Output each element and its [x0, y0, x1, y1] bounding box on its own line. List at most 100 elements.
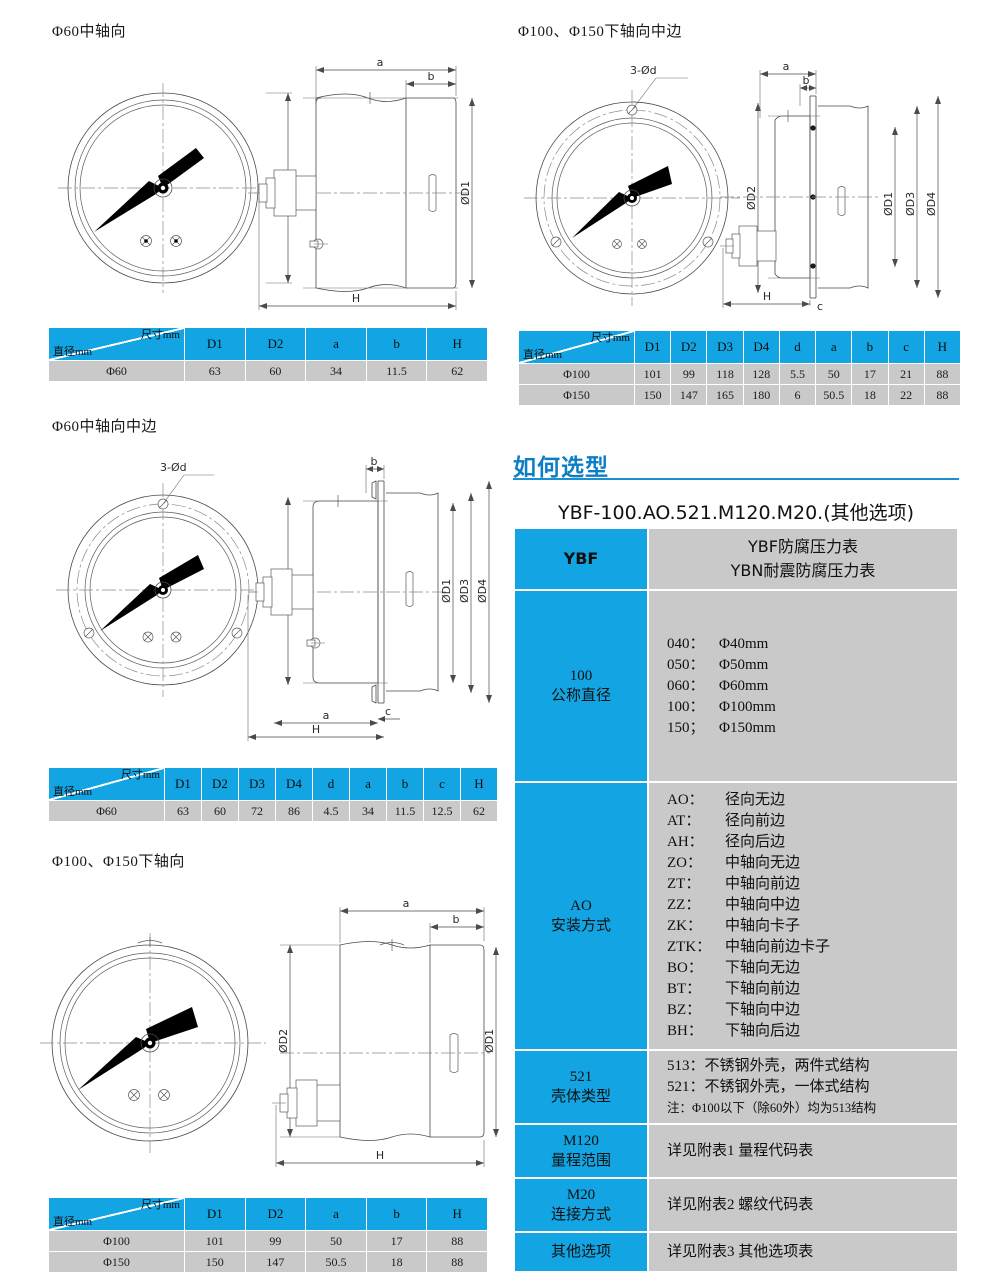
- t4-row1-v0: 150: [184, 1251, 246, 1273]
- label-D3: ØD3: [904, 192, 917, 216]
- label-D3: ØD3: [458, 579, 471, 603]
- t2-row1-v0: 150: [633, 384, 672, 406]
- label-D2: ØD2: [745, 186, 758, 210]
- ybf-line-1: YBN耐震防腐压力表: [730, 561, 876, 580]
- t3-header-0: D1: [164, 767, 202, 801]
- t4-row1-v4: 88: [426, 1251, 488, 1273]
- dimension-D4-fig3: ØD4: [476, 481, 492, 703]
- mounting-text-7: 中轴向前边卡子: [725, 939, 831, 955]
- connection-key-label: 连接方式: [550, 1207, 611, 1223]
- selection-row-diameter: 100 公称直径 040：Φ40mm 050：Φ50mm 060：Φ60mm 1…: [515, 591, 957, 781]
- dimension-a-fig1: a: [315, 56, 457, 100]
- t4-row1-v2: 50.5: [305, 1251, 367, 1273]
- diameter-option-4: 150；Φ150mm: [667, 718, 957, 739]
- t1-row0-v0: 63: [184, 360, 246, 382]
- t4-row0-label: Φ100: [48, 1230, 185, 1252]
- t2-row1-v6: 18: [851, 384, 889, 406]
- mounting-code-4: ZT：: [667, 876, 701, 892]
- t2-header-2: D3: [706, 330, 744, 364]
- t2-row0-v4: 5.5: [778, 363, 817, 385]
- t3-row0-v8: 62: [460, 800, 498, 822]
- label-3-phi-d: 3-Ød: [160, 461, 187, 474]
- t3-header-4: d: [312, 767, 350, 801]
- t3-row0-label: Φ60: [48, 800, 165, 822]
- t4-corner-top: 尺寸mm: [140, 1199, 180, 1211]
- label-c: c: [817, 300, 823, 313]
- label-D1: ØD1: [882, 192, 895, 216]
- diameter-code-0: 040：: [667, 635, 705, 652]
- selection-value-mounting: AO：径向无边 AT：径向前边 AH：径向后边 ZO：中轴向无边 ZT：中轴向前…: [649, 783, 957, 1049]
- gauge-side-view-4: [272, 939, 490, 1141]
- t1-row0-v3: 11.5: [365, 360, 428, 382]
- diameter-key-code: 100: [569, 668, 593, 684]
- diameter-code-4: 150；: [667, 719, 705, 736]
- t2-corner-bottom: 直径mm: [523, 349, 563, 361]
- t3-header-8: H: [460, 767, 498, 801]
- dimension-table-4: 尺寸mm 直径mm D1 D2 a b H Φ100 101 99 50 17: [48, 1197, 488, 1273]
- t2-row1-v5: 50.5: [815, 384, 853, 406]
- mounting-text-2: 径向后边: [725, 834, 786, 850]
- t4-header-2: a: [305, 1197, 367, 1231]
- t2-row0-v5: 50: [815, 363, 853, 385]
- t3-row0-v6: 11.5: [386, 800, 424, 822]
- t3-row0-v2: 72: [238, 800, 276, 822]
- mounting-code-10: BZ：: [667, 1002, 702, 1018]
- diameter-text-1: Φ50mm: [719, 656, 769, 673]
- case-key-label: 壳体类型: [550, 1089, 611, 1105]
- diameter-option-3: 100：Φ100mm: [667, 697, 957, 718]
- t4-header-1: D2: [244, 1197, 307, 1231]
- t1-row0-label: Φ60: [48, 360, 185, 382]
- t2-header-0: D1: [633, 330, 672, 364]
- t1-row0-v2: 34: [305, 360, 367, 382]
- mounting-option-1: AT：径向前边: [667, 811, 957, 832]
- dimension-D1-fig2: ØD1: [882, 127, 898, 267]
- mounting-code-3: ZO：: [667, 855, 702, 871]
- t2-row1-label: Φ150: [518, 384, 635, 406]
- table-row: Φ60 63 60 72 86 4.5 34 11.5 12.5 62: [48, 800, 498, 822]
- selection-table: YBF YBF防腐压力表 YBN耐震防腐压力表 100 公称直径 040：Φ40…: [513, 527, 959, 1273]
- t1-header-0: D1: [184, 327, 246, 361]
- mounting-option-8: BO：下轴向无边: [667, 958, 957, 979]
- selection-value-connection: 详见附表2 螺纹代码表: [649, 1179, 957, 1231]
- how-to-select-title: 如何选型: [513, 455, 609, 481]
- mounting-option-4: ZT：中轴向前边: [667, 874, 957, 895]
- dimension-a-fig2: a: [759, 60, 817, 118]
- label-D4: ØD4: [925, 192, 938, 216]
- dimension-c-fig2: c: [809, 300, 823, 313]
- selection-value-diameter: 040：Φ40mm 050：Φ50mm 060：Φ60mm 100：Φ100mm…: [649, 591, 957, 781]
- label-D4: ØD4: [476, 579, 489, 603]
- mounting-option-5: ZZ：中轴向中边: [667, 895, 957, 916]
- mounting-option-6: ZK：中轴向卡子: [667, 916, 957, 937]
- label-b: b: [453, 913, 460, 926]
- t3-header-2: D3: [238, 767, 276, 801]
- t2-row1-v4: 6: [778, 384, 817, 406]
- selection-key-connection: M20 连接方式: [515, 1179, 647, 1231]
- range-key-code: M120: [563, 1133, 599, 1149]
- t2-header-5: a: [815, 330, 853, 364]
- t1-header-2: a: [305, 327, 367, 361]
- dimension-a-fig3: a: [274, 709, 378, 726]
- selection-row-other: 其他选项 详见附表3 其他选项表: [515, 1233, 957, 1271]
- mounting-text-3: 中轴向无边: [725, 855, 801, 871]
- figure-2-caption: Φ100、Φ150下轴向中边: [518, 24, 682, 40]
- t2-row0-v1: 99: [670, 363, 708, 385]
- dimension-D2-fig4: ØD2: [277, 944, 340, 1138]
- t1-header-4: H: [426, 327, 488, 361]
- mounting-code-0: AO：: [667, 792, 704, 808]
- dimension-D4-fig2: ØD4: [925, 96, 941, 298]
- t4-header-0: D1: [184, 1197, 246, 1231]
- dimension-D3-fig3: ØD3: [458, 493, 474, 693]
- dimension-D3-fig2: ØD3: [904, 106, 920, 288]
- gauge-side-view-3: [248, 480, 448, 704]
- dimension-c-fig3: c: [378, 705, 400, 722]
- dimension-H-fig3: H: [247, 595, 384, 741]
- label-a: a: [323, 709, 330, 722]
- figure-1-caption: Φ60中轴向: [52, 24, 126, 40]
- t4-row0-v2: 50: [305, 1230, 367, 1252]
- t2-row0-v2: 118: [706, 363, 744, 385]
- t4-row0-v4: 88: [426, 1230, 488, 1252]
- mounting-option-2: AH：径向后边: [667, 832, 957, 853]
- selection-row-ybf: YBF YBF防腐压力表 YBN耐震防腐压力表: [515, 529, 957, 589]
- t2-row1-v7: 22: [887, 384, 925, 406]
